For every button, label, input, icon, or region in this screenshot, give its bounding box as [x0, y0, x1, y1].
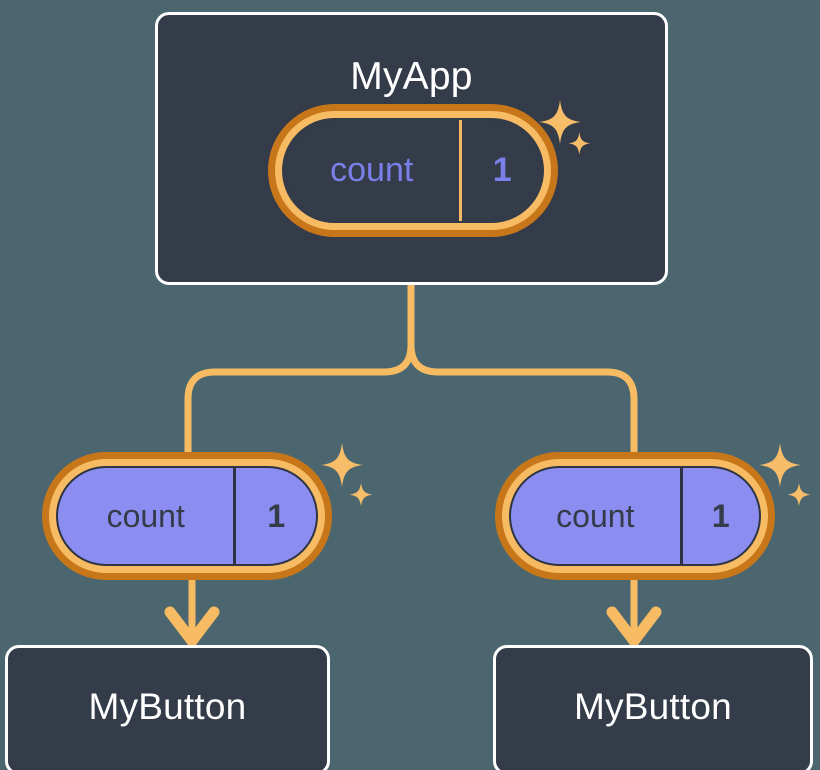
state-pill-body: count 1: [509, 466, 761, 566]
state-pill-body: count 1: [56, 466, 318, 566]
state-pill-value: 1: [233, 468, 316, 564]
state-pill-inner-ring: count 1: [502, 459, 768, 573]
arrow-down-icon-left: [164, 578, 220, 647]
state-pill-myapp[interactable]: count 1: [268, 104, 558, 237]
component-card-label: MyButton: [574, 686, 732, 727]
state-pill-inner-ring: count 1: [49, 459, 325, 573]
connector-tree-path: [407, 281, 638, 464]
arrow-down-icon-right: [606, 578, 662, 647]
state-pill-key: count: [106, 497, 185, 534]
state-pill-key: count: [556, 497, 635, 534]
connector-tree-path-left: [184, 341, 415, 464]
state-pill-body: count 1: [282, 118, 544, 223]
state-pill-inner-ring: count 1: [275, 111, 551, 230]
state-pill-value: 1: [459, 120, 542, 221]
component-card-mybutton-left[interactable]: MyButton: [5, 645, 330, 770]
component-card-mybutton-right[interactable]: MyButton: [493, 645, 813, 770]
page-title: MyApp: [350, 55, 473, 98]
state-pill-key: count: [330, 151, 414, 189]
state-pill-left[interactable]: count 1: [42, 452, 332, 580]
state-pill-right[interactable]: count 1: [495, 452, 775, 580]
state-pill-value: 1: [679, 468, 759, 564]
component-card-label: MyButton: [88, 686, 247, 727]
